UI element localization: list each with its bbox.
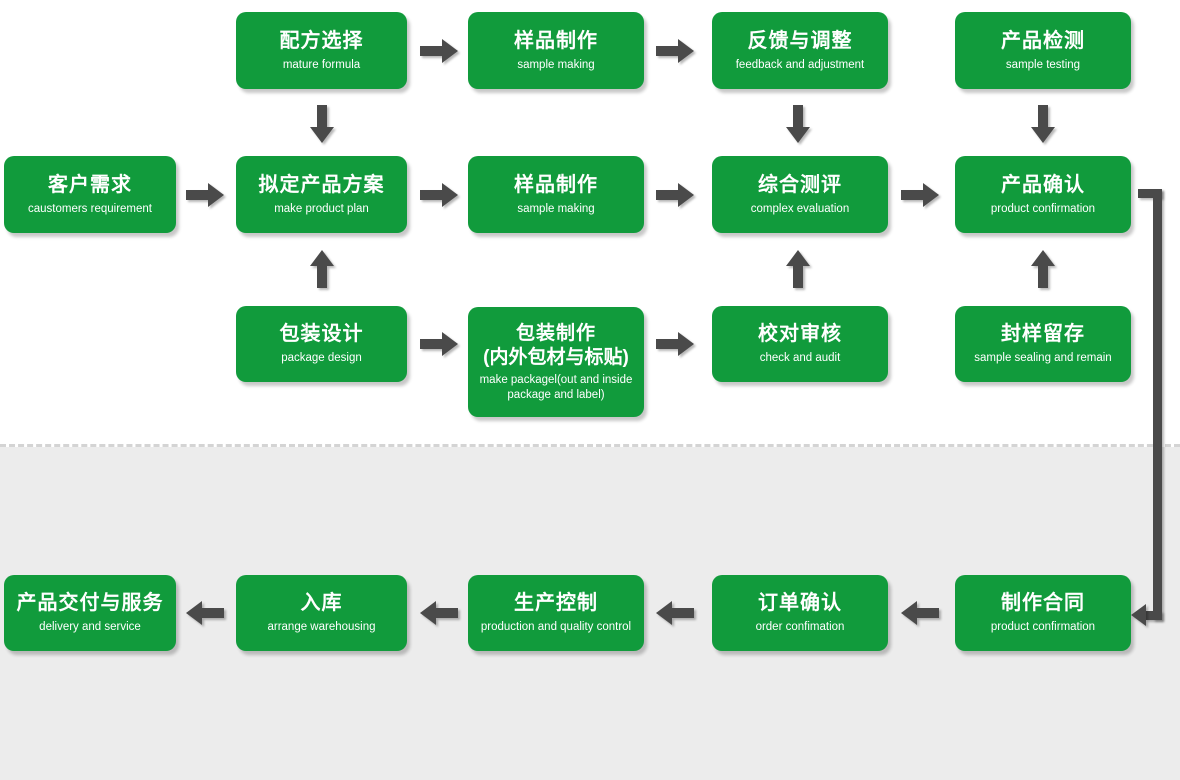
node-subtitle: make packagel(out and inside package and…: [479, 374, 633, 401]
node-subtitle: feedback and adjustment: [735, 58, 865, 71]
node-subtitle: package design: [281, 352, 362, 365]
node-subtitle: sample sealing and remain: [974, 352, 1112, 365]
arrow-up-icon: [1031, 250, 1055, 288]
node-title: 产品确认: [1001, 173, 1085, 196]
elbow-connector-vertical-segment: [1153, 189, 1162, 620]
node-check-audit: 校对审核 check and audit: [712, 306, 888, 382]
node-title: 封样留存: [1001, 323, 1085, 346]
node-subtitle: make product plan: [274, 202, 369, 215]
node-sample-sealing: 封样留存 sample sealing and remain: [955, 306, 1131, 382]
node-title: 包装设计: [279, 323, 364, 346]
node-warehousing: 入库 arrange warehousing: [236, 575, 407, 651]
node-product-testing: 产品检测 sample testing: [955, 12, 1131, 89]
arrow-left-icon: [186, 601, 224, 625]
zone-separator-dashed-line: [0, 444, 1180, 447]
node-subtitle: production and quality control: [480, 621, 632, 634]
node-contract-making: 制作合同 product confirmation: [955, 575, 1131, 651]
node-formula-selection: 配方选择 mature formula: [236, 12, 407, 89]
node-customer-requirement: 客户需求 caustomers requirement: [4, 156, 176, 233]
node-sample-making-1: 样品制作 sample making: [468, 12, 644, 89]
arrow-left-icon: [656, 601, 694, 625]
arrow-left-icon: [901, 601, 939, 625]
arrow-right-icon: [656, 183, 694, 207]
node-feedback-adjustment: 反馈与调整 feedback and adjustment: [712, 12, 888, 89]
node-title: 样品制作: [514, 29, 598, 52]
node-title: 生产控制: [514, 592, 598, 615]
node-subtitle: sample making: [517, 58, 595, 71]
elbow-connector-bottom-segment: [1145, 611, 1162, 620]
node-subtitle: product confirmation: [990, 202, 1096, 215]
node-complex-evaluation: 综合测评 complex evaluation: [712, 156, 888, 233]
node-title: 客户需求: [48, 173, 132, 196]
node-subtitle: sample making: [517, 202, 595, 215]
node-order-confirmation: 订单确认 order confimation: [712, 575, 888, 651]
arrow-down-icon: [786, 105, 810, 143]
node-sample-making-2: 样品制作 sample making: [468, 156, 644, 233]
node-title: 反馈与调整: [747, 29, 853, 52]
node-subtitle: caustomers requirement: [28, 202, 152, 215]
node-title: 产品检测: [1001, 29, 1085, 52]
arrow-right-icon: [420, 183, 458, 207]
node-title: 产品交付与服务: [16, 592, 164, 615]
node-package-making: 包装制作 (内外包材与标贴) make packagel(out and ins…: [468, 307, 644, 417]
node-subtitle: complex evaluation: [750, 202, 850, 215]
elbow-connector-top-segment: [1138, 189, 1162, 198]
arrow-right-icon: [656, 332, 694, 356]
arrow-down-icon: [1031, 105, 1055, 143]
node-production-control: 生产控制 production and quality control: [468, 575, 644, 651]
node-title: 制作合同: [1001, 592, 1085, 615]
arrow-right-icon: [656, 39, 694, 63]
arrow-left-icon: [420, 601, 458, 625]
node-subtitle: sample testing: [1005, 58, 1081, 71]
node-title: 配方选择: [279, 29, 364, 52]
node-subtitle: product confirmation: [990, 621, 1096, 634]
arrow-down-icon: [310, 105, 334, 143]
arrow-up-icon: [310, 250, 334, 288]
node-product-plan: 拟定产品方案 make product plan: [236, 156, 407, 233]
arrow-right-icon: [420, 39, 458, 63]
node-title-line2: (内外包材与标贴): [483, 346, 629, 368]
node-title: 入库: [300, 592, 343, 615]
node-subtitle: check and audit: [759, 352, 841, 365]
node-title: 订单确认: [758, 592, 842, 615]
node-product-confirmation: 产品确认 product confirmation: [955, 156, 1131, 233]
node-title: 综合测评: [758, 173, 842, 196]
node-title: 拟定产品方案: [258, 173, 385, 196]
node-delivery-service: 产品交付与服务 delivery and service: [4, 575, 176, 651]
node-title: 包装制作: [515, 322, 596, 344]
arrow-right-icon: [186, 183, 224, 207]
node-subtitle: delivery and service: [39, 621, 141, 634]
node-title: 样品制作: [514, 173, 598, 196]
arrow-right-icon: [901, 183, 939, 207]
node-package-design: 包装设计 package design: [236, 306, 407, 382]
node-title: 校对审核: [758, 323, 842, 346]
arrow-right-icon: [420, 332, 458, 356]
node-subtitle: order confimation: [755, 621, 845, 634]
elbow-connector-arrowhead-icon: [1131, 604, 1146, 626]
arrow-up-icon: [786, 250, 810, 288]
node-subtitle: mature formula: [282, 58, 361, 71]
node-subtitle: arrange warehousing: [267, 621, 376, 634]
